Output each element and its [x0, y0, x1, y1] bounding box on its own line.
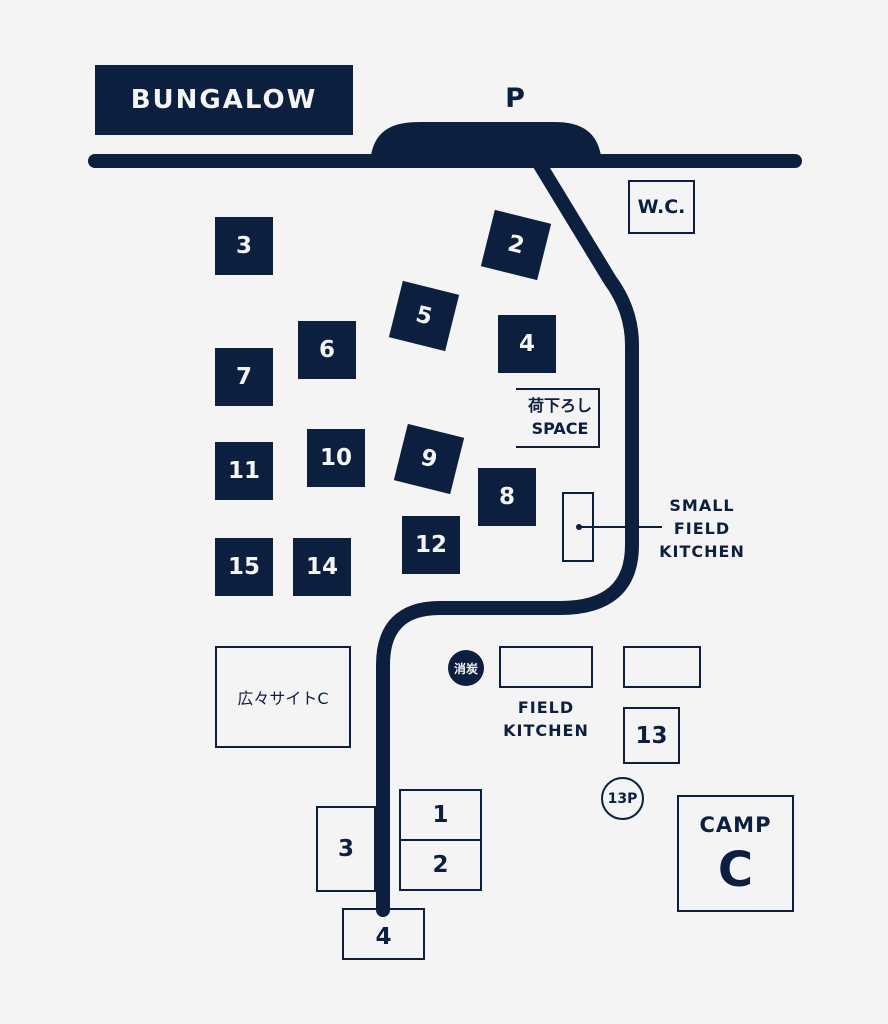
- site-8: 8: [478, 468, 536, 526]
- unloading-space-label-en: SPACE: [531, 419, 589, 438]
- site-4: 4: [498, 315, 556, 373]
- site-10: 10: [307, 429, 365, 487]
- open-site-c-box: 広々サイトC: [215, 646, 351, 748]
- field-kitchen-box-left: [499, 646, 593, 688]
- field-kitchen-line-1: FIELD: [517, 698, 575, 717]
- site-13: 13: [623, 707, 680, 764]
- unloading-space-label-jp: 荷下ろし: [527, 396, 592, 415]
- bottom-site-4: 4: [342, 908, 425, 960]
- bungalow-label: BUNGALOW: [95, 65, 353, 135]
- small-field-kitchen-label: SMALL FIELD KITCHEN: [650, 494, 754, 563]
- parking-label: P: [505, 82, 525, 114]
- unloading-space-bracket: [516, 388, 600, 448]
- camp-letter: C: [717, 842, 754, 898]
- camp-c-box: [677, 795, 794, 912]
- site-14: 14: [293, 538, 351, 596]
- site-7: 7: [215, 348, 273, 406]
- small-field-kitchen-line-3: KITCHEN: [659, 542, 745, 561]
- bottom-site-1: 1: [399, 789, 482, 841]
- parking-area: [370, 122, 602, 164]
- small-field-kitchen-line-1: SMALL: [669, 496, 735, 515]
- parking-13p-badge: 13P: [601, 777, 644, 820]
- camp-path: [376, 158, 639, 915]
- bottom-site-2: 2: [399, 839, 482, 891]
- fire-badge: 消炭: [448, 650, 484, 686]
- site-11: 11: [215, 442, 273, 500]
- field-kitchen-line-2: KITCHEN: [503, 721, 589, 740]
- site-6: 6: [298, 321, 356, 379]
- small-field-kitchen-line-2: FIELD: [673, 519, 731, 538]
- field-kitchen-box-right: [623, 646, 701, 688]
- small-field-kitchen-box: [562, 492, 594, 562]
- bottom-site-3: 3: [316, 806, 376, 892]
- camp-label: CAMP: [699, 813, 772, 837]
- field-kitchen-label: FIELD KITCHEN: [490, 696, 602, 742]
- site-12: 12: [402, 516, 460, 574]
- small-kitchen-dot: [576, 524, 582, 530]
- wc-box: W.C.: [628, 180, 695, 234]
- site-3: 3: [215, 217, 273, 275]
- site-15: 15: [215, 538, 273, 596]
